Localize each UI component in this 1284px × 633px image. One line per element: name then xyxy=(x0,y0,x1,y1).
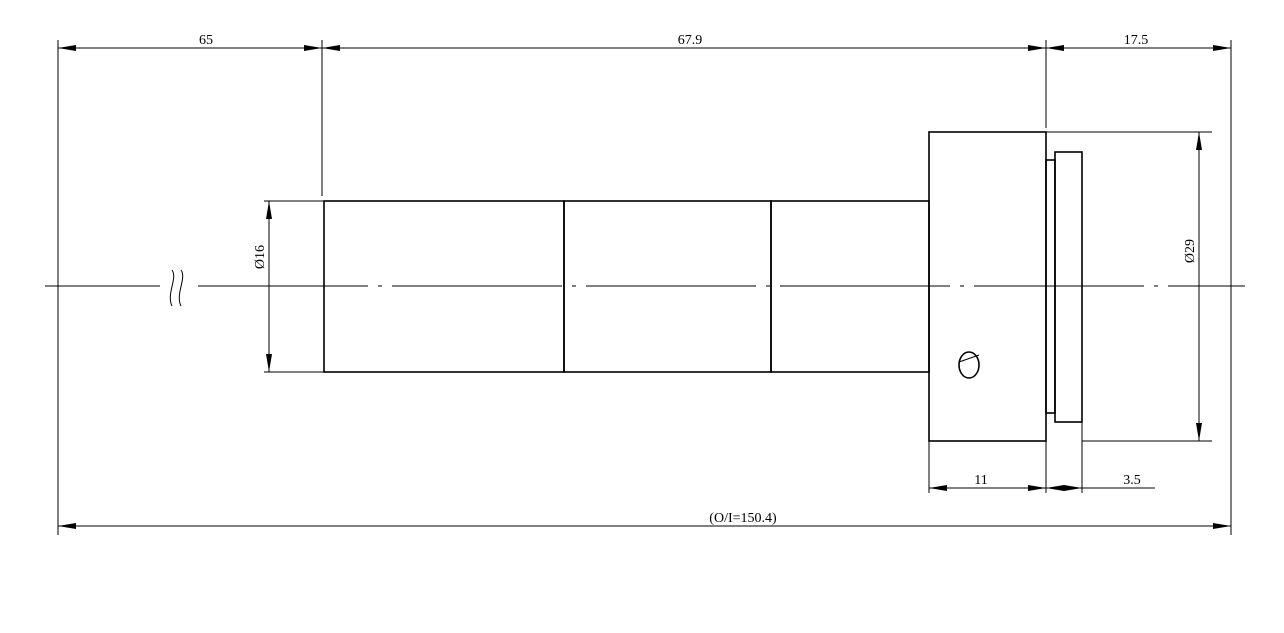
dimension-total: (O/I=150.4) xyxy=(58,511,1231,529)
dimension-dia29: Ø29 xyxy=(1183,132,1202,441)
dimension-total-label: (O/I=150.4) xyxy=(709,511,777,526)
dimension-3-5: 3.5 xyxy=(1046,473,1155,491)
dimension-17-5: 17.5 xyxy=(1046,33,1231,51)
break-symbol xyxy=(169,269,184,307)
set-screw-hole xyxy=(958,351,980,379)
dimension-17-5-label: 17.5 xyxy=(1124,33,1149,48)
dimension-dia29-label: Ø29 xyxy=(1183,239,1198,263)
dimension-dia16: Ø16 xyxy=(253,201,272,372)
dimension-dia16-label: Ø16 xyxy=(253,245,268,269)
dimension-3-5-label: 3.5 xyxy=(1123,473,1141,488)
dimension-67-9-label: 67.9 xyxy=(678,33,703,48)
dimension-67-9: 67.9 xyxy=(322,33,1046,51)
dimension-65-label: 65 xyxy=(199,33,213,48)
dimension-11-label: 11 xyxy=(974,473,987,488)
dimension-65: 65 xyxy=(58,33,322,51)
dimension-11: 11 xyxy=(929,473,1046,491)
lens-mount-ring xyxy=(1054,151,1083,423)
extension-lines xyxy=(57,40,1232,535)
lens-barrel xyxy=(323,200,930,373)
lens-head xyxy=(928,131,1083,442)
